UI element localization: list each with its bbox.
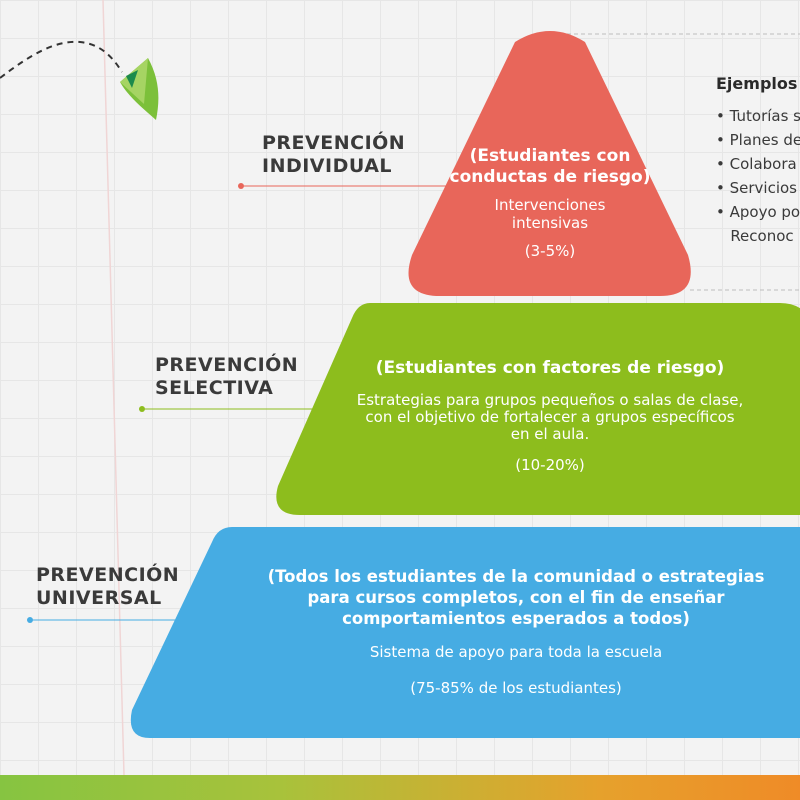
examples-item: Tutorías s — [716, 104, 800, 128]
label-individual-line2: INDIVIDUAL — [262, 155, 393, 177]
selective-desc-line1: Estrategias para grupos pequeños o salas… — [356, 391, 744, 409]
selective-desc-line3: en el aula. — [510, 425, 590, 443]
selective-tier-text: (Estudiantes con factores de riesgo) Est… — [300, 357, 800, 474]
universal-percent: (75-85% de los estudiantes) — [410, 679, 622, 697]
selective-tier-shape — [276, 303, 800, 515]
label-selective-line2: SELECTIVA — [155, 377, 274, 399]
selective-percent: (10-20%) — [515, 456, 585, 474]
label-selective-line1: PREVENCIÓN — [155, 354, 299, 376]
examples-list: Tutorías s Planes de Colabora Servicios … — [716, 104, 800, 248]
examples-item: Planes de — [716, 128, 800, 152]
examples-title: Ejemplos — [716, 74, 798, 93]
selective-description: Estrategias para grupos pequeños o salas… — [300, 392, 800, 443]
individual-percent: (3-5%) — [524, 242, 576, 260]
examples-item: Servicios — [716, 176, 800, 200]
individual-tier-shape — [408, 31, 691, 296]
green-leaf-arrow-icon — [120, 58, 159, 120]
selective-desc-line2: con el objetivo de fortalecer a grupos e… — [365, 408, 735, 426]
individual-title-line1: (Estudiantes con — [469, 146, 631, 166]
bottom-color-strip — [0, 775, 800, 800]
examples-item: Apoyo po — [716, 200, 800, 224]
universal-connector — [27, 617, 185, 623]
individual-connector — [238, 183, 450, 189]
individual-desc-line1: Intervenciones — [494, 196, 606, 214]
label-universal-line1: PREVENCIÓN — [36, 564, 180, 586]
individual-tier-text: (Estudiantes con conductas de riesgo) In… — [440, 146, 660, 260]
selective-connector — [139, 406, 330, 412]
dashed-arrow-path — [0, 40, 123, 79]
label-individual-prevention: PREVENCIÓN INDIVIDUAL — [262, 132, 405, 178]
individual-desc-line2: intensivas — [511, 214, 589, 232]
universal-title-line1: (Todos los estudiantes de la comunidad o… — [267, 567, 765, 586]
examples-item: Colabora — [716, 152, 800, 176]
guide-line — [102, 0, 125, 776]
individual-title-line2: conductas de riesgo) — [449, 167, 651, 187]
individual-description: Intervenciones intensivas — [440, 196, 660, 232]
universal-title-line2: para cursos completos, con el fin de ens… — [307, 588, 725, 607]
universal-description: Sistema de apoyo para toda la escuela — [369, 643, 663, 661]
universal-tier-shape — [130, 527, 800, 738]
label-universal-line2: UNIVERSAL — [36, 587, 162, 609]
individual-title: (Estudiantes con conductas de riesgo) — [440, 146, 660, 188]
examples-item-continuation: Reconoc — [730, 227, 794, 245]
universal-tier-text: (Todos los estudiantes de la comunidad o… — [232, 566, 800, 697]
label-individual-line1: PREVENCIÓN — [262, 132, 406, 154]
label-selective-prevention: PREVENCIÓN SELECTIVA — [155, 354, 298, 400]
universal-title: (Todos los estudiantes de la comunidad o… — [232, 566, 800, 629]
label-universal-prevention: PREVENCIÓN UNIVERSAL — [36, 564, 179, 610]
universal-title-line3: comportamientos esperados a todos) — [342, 609, 690, 628]
selective-title: (Estudiantes con factores de riesgo) — [375, 358, 725, 378]
